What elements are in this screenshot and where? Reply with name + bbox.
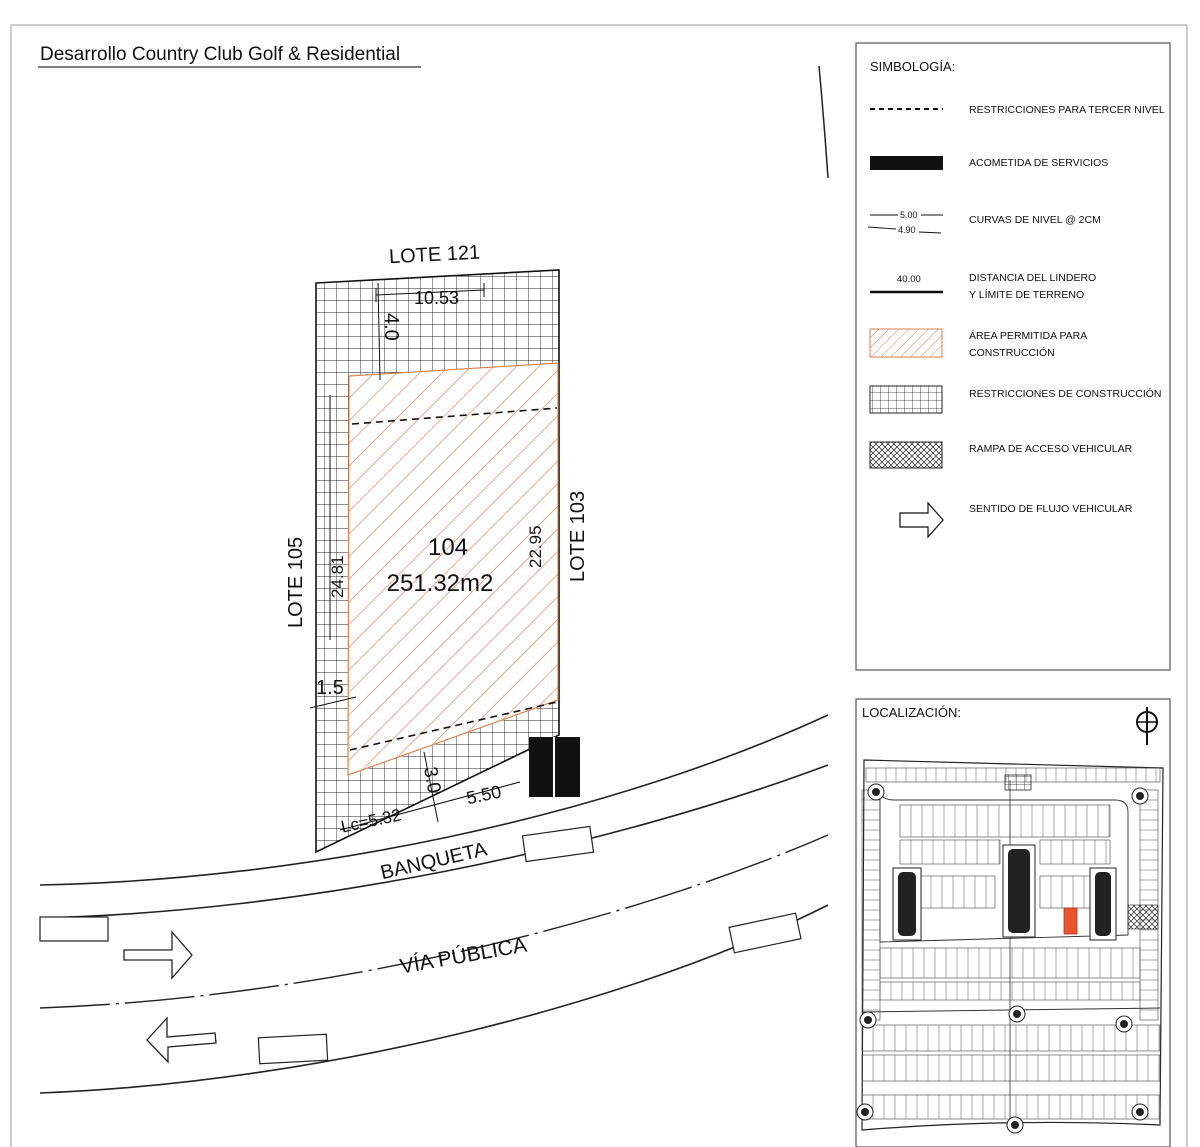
arrow-left-icon: [146, 1016, 217, 1064]
parking-bay: [728, 912, 802, 954]
location-map: [856, 759, 1164, 1134]
road: [39, 714, 829, 1094]
dimension-front-setback: 3.0: [419, 765, 444, 795]
contour-value: 4.90: [898, 225, 916, 235]
third-level-restriction-line: [351, 407, 558, 425]
arrow-right-icon: [123, 930, 193, 980]
development-outline: [861, 759, 1164, 1131]
access-ramp: [1127, 904, 1159, 930]
legend-label: RESTRICCIONES PARA TERCER NIVEL: [969, 104, 1165, 116]
entrance-gate: [1004, 774, 1032, 791]
crosshatch-swatch-icon: [869, 441, 943, 469]
parking-bay: [257, 1033, 329, 1065]
boundary-value: 40.00: [897, 274, 921, 285]
lot-row: [1039, 839, 1111, 865]
location-title: LOCALIZACIÓN:: [862, 705, 961, 720]
contour-value: 5.00: [900, 210, 918, 220]
parking-bay: [39, 916, 109, 942]
grid-swatch-icon: [869, 385, 943, 414]
legend-label: Y LÍMITE DE TERRENO: [969, 288, 1084, 301]
contour-lines-icon: 5.00 4.90: [867, 210, 943, 235]
lot-row: [861, 1054, 1161, 1082]
legend-label: SENTIDO DE FLUJO VEHICULAR: [969, 503, 1133, 515]
legend-label: DISTANCIA DEL LINDERO: [969, 272, 1096, 284]
legend-label: ACOMETIDA DE SERVICIOS: [969, 157, 1108, 169]
lot-area: 251.32m2: [387, 570, 494, 597]
legend-panel: SIMBOLOGÍA: RESTRICCIONES PARA TERCER NI…: [855, 42, 1171, 671]
location-panel: LOCALIZACIÓN:: [855, 698, 1171, 1147]
lot-104: [315, 269, 580, 854]
dimension-rear-setback: 4.0: [380, 313, 402, 341]
lot-row: [899, 839, 1001, 865]
adjacent-lot-east: LOTE 103: [567, 491, 589, 582]
legend-label: CONSTRUCCIÓN: [969, 346, 1055, 359]
contour-line: [818, 65, 829, 179]
legend-label: RAMPA DE ACCESO VEHICULAR: [969, 443, 1133, 455]
road-label: VÍA PÚBLICA: [398, 934, 528, 979]
dimensions: [309, 282, 521, 831]
tree-cluster: [1095, 872, 1111, 936]
solid-bar-icon: [870, 156, 943, 170]
page-title: Desarrollo Country Club Golf & Residenti…: [40, 44, 400, 65]
legend-label: RESTRICCIONES DE CONSTRUCCIÓN: [969, 387, 1162, 400]
lot-row: [899, 804, 1111, 838]
dimension-right: 22.95: [526, 525, 545, 568]
legend-label: CURVAS DE NIVEL @ 2CM: [969, 214, 1101, 226]
adjacent-lot-north: LOTE 121: [388, 242, 480, 269]
parking-bay: [521, 825, 595, 863]
tree-cluster: [1008, 849, 1030, 933]
arrow-right-icon: [899, 501, 944, 539]
highlighted-lot: [1063, 907, 1078, 935]
tree-cluster: [898, 872, 916, 936]
dimension-left: 24.81: [328, 555, 347, 598]
hatch-swatch-icon: [869, 328, 943, 358]
legend-label: ÁREA PERMITIDA PARA: [969, 329, 1087, 342]
boundary-line-icon: 40.00: [870, 274, 943, 294]
dimension-top: 10.53: [414, 288, 459, 308]
lot-number: 104: [428, 534, 468, 561]
dimension-front: 5.50: [465, 781, 503, 808]
dimension-side-setback: 1.5: [316, 677, 344, 699]
allowed-construction-area: [347, 362, 559, 776]
sidewalk-label: BANQUETA: [378, 838, 489, 884]
north-arrow-icon: [1136, 707, 1158, 745]
adjacent-lot-west: LOTE 105: [285, 537, 307, 628]
lot-row: [861, 1024, 1161, 1052]
legend-title: SIMBOLOGÍA:: [870, 59, 955, 74]
